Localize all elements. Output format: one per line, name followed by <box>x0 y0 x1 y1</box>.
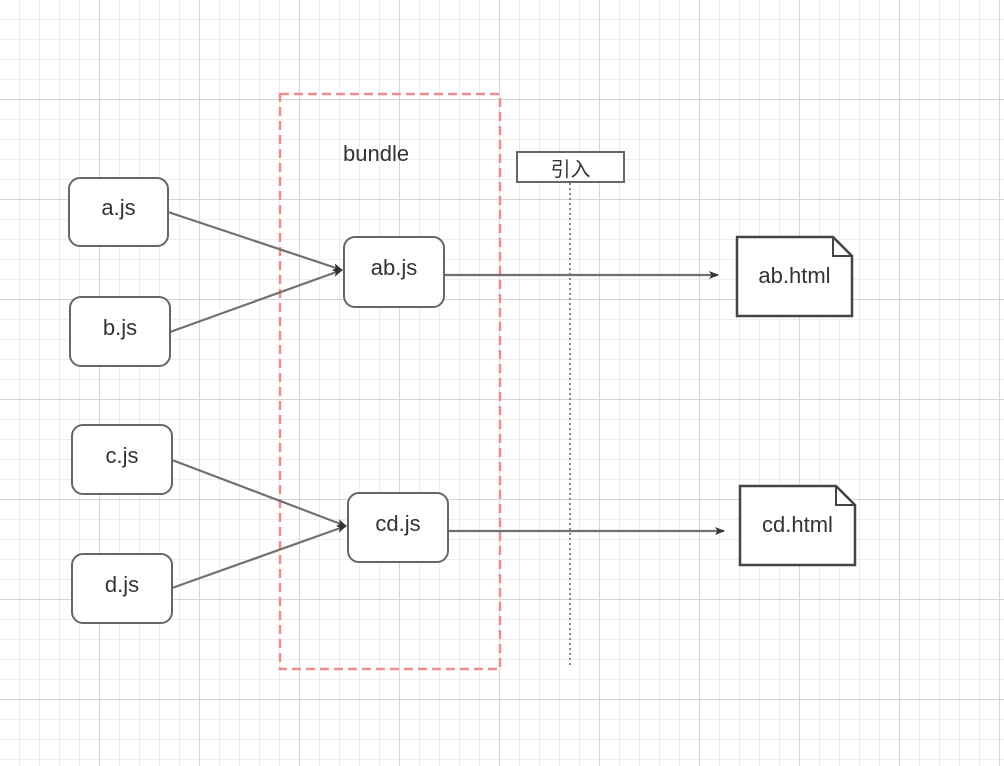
node-b-js-label: b.js <box>102 314 138 340</box>
bundle-group-border <box>278 92 502 671</box>
ab-html-document-icon <box>735 235 854 318</box>
node-b-js: b.js <box>69 296 171 367</box>
bundle-group-label: bundle <box>343 141 410 166</box>
yinru-marker-label: 引入 <box>516 151 625 183</box>
node-c-js-label: c.js <box>105 442 139 468</box>
node-cd-js: cd.js <box>347 492 449 563</box>
node-d-js: d.js <box>71 553 173 624</box>
edge-b-to-ab <box>169 268 343 334</box>
node-ab-js-label: ab.js <box>370 255 418 280</box>
node-cd-html-label: cd.html <box>762 512 833 537</box>
node-cd-js-label: cd.js <box>375 510 421 536</box>
edge-d-to-cd <box>171 524 347 590</box>
node-a-js: a.js <box>68 177 169 247</box>
node-c-js: c.js <box>71 424 173 495</box>
node-ab-js: ab.js <box>343 236 445 308</box>
node-ab-html-label: ab.html <box>758 263 831 288</box>
cd-html-document-icon <box>738 484 857 567</box>
edge-a-to-ab <box>167 210 343 272</box>
node-a-js-label: a.js <box>101 195 136 220</box>
edge-c-to-cd <box>171 458 347 528</box>
node-d-js-label: d.js <box>104 571 140 597</box>
